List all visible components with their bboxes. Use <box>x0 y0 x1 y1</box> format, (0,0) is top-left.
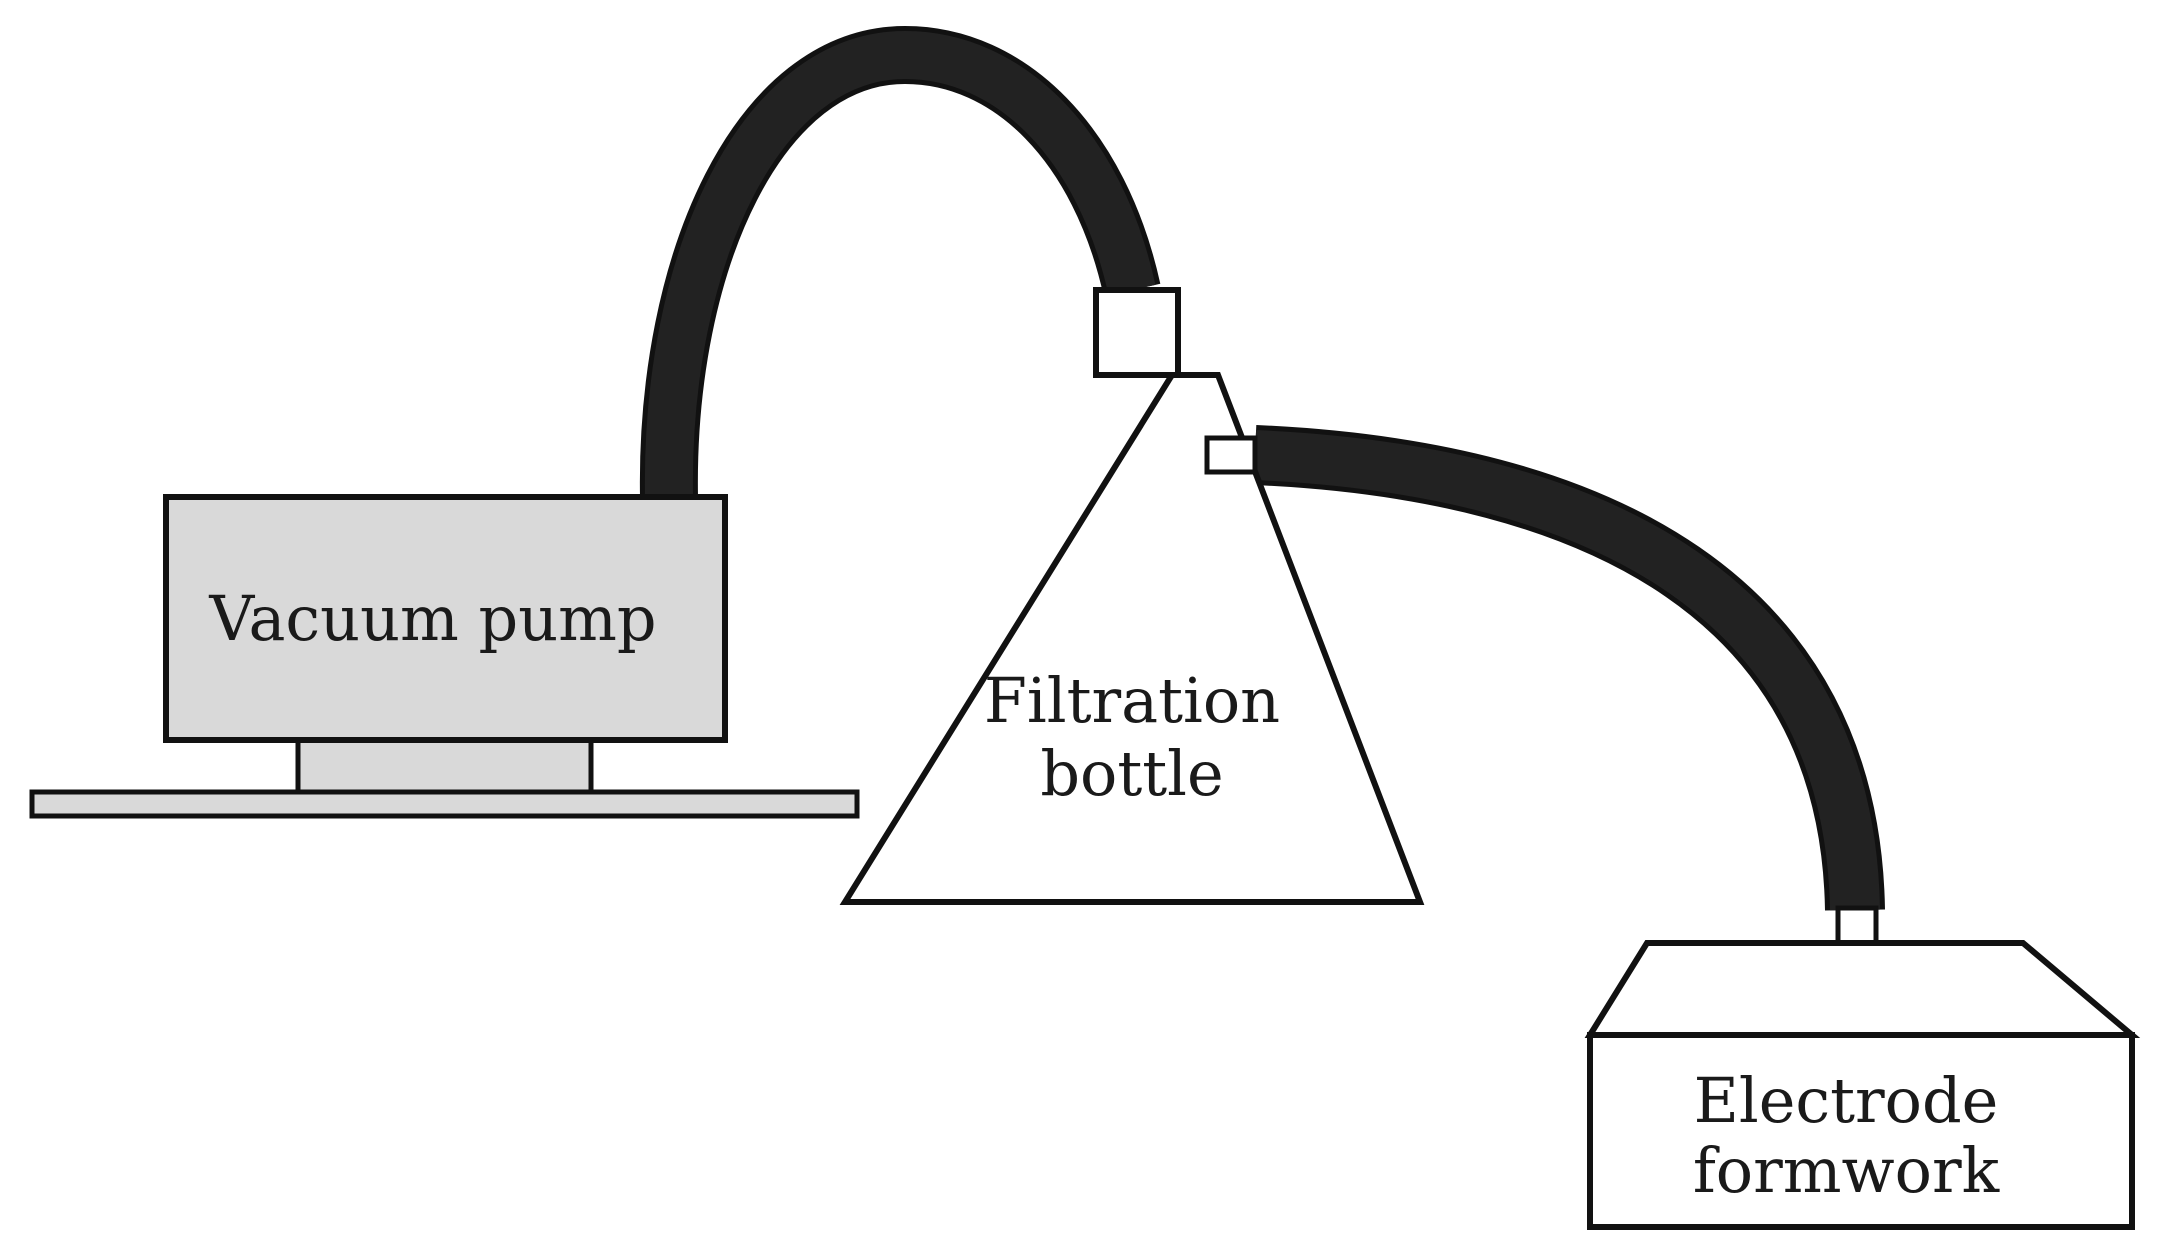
filtration-bottle-label-line2: bottle <box>1040 737 1223 810</box>
formwork-connector <box>1835 905 1879 946</box>
vacuum-pump-body <box>163 494 728 743</box>
vacuum-pump-label: Vacuum pump <box>208 582 656 655</box>
filtration-bottle <box>839 372 1425 905</box>
electrode-formwork-label-line2: formwork <box>1693 1134 2000 1207</box>
pump-base-plate <box>29 789 860 819</box>
bottle-top-connector <box>1093 287 1181 378</box>
bottle-side-connector <box>1204 435 1258 475</box>
filtration-bottle-label-line1: Filtration <box>984 664 1280 737</box>
formwork-top-trapezoid <box>1584 940 2141 1038</box>
electrode-formwork-label-line1: Electrode <box>1694 1064 1999 1137</box>
electrode-formwork-body <box>1587 1032 2135 1230</box>
pump-stand <box>295 737 594 795</box>
